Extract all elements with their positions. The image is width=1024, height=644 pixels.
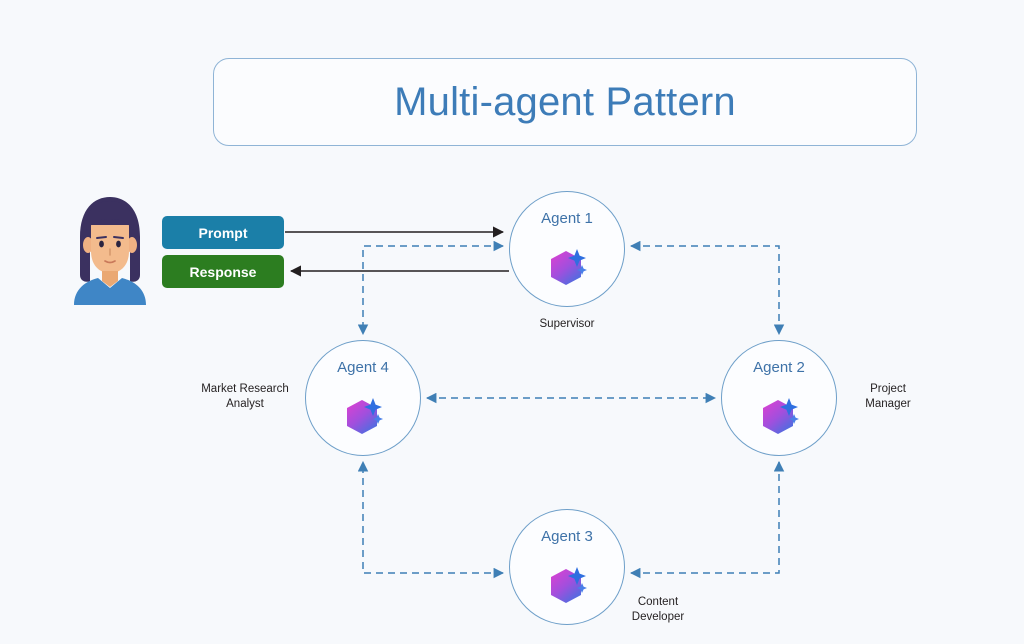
agent2-label: Agent 2 bbox=[753, 359, 805, 376]
connector-agent1-agent4 bbox=[357, 240, 505, 336]
prompt-label: Prompt bbox=[198, 224, 248, 241]
agent1-role-label: Supervisor bbox=[507, 317, 627, 332]
connector-agent1-agent2 bbox=[629, 240, 785, 336]
response-button[interactable]: Response bbox=[162, 255, 284, 288]
agent-hexagon-sparkle-icon bbox=[551, 249, 587, 285]
prompt-button[interactable]: Prompt bbox=[162, 216, 284, 249]
agent3-label: Agent 3 bbox=[541, 528, 593, 545]
page-title: Multi-agent Pattern bbox=[394, 79, 736, 124]
agent3-role-label: Content Developer bbox=[608, 595, 708, 625]
response-label: Response bbox=[189, 263, 257, 280]
agent-node-agent1[interactable]: Agent 1 bbox=[509, 191, 625, 307]
agent-node-agent3[interactable]: Agent 3 bbox=[509, 509, 625, 625]
agent4-role-label: Market Research Analyst bbox=[185, 382, 305, 412]
project-manager-line2: Manager bbox=[865, 398, 911, 410]
project-manager-line1: Project bbox=[870, 383, 906, 395]
content-developer-line1: Content bbox=[637, 596, 679, 608]
market-research-line2: Analyst bbox=[226, 398, 264, 410]
agent-hexagon-sparkle-icon bbox=[763, 398, 799, 434]
connector-agent3-to-agent4 bbox=[357, 460, 505, 579]
agent2-role-label: Project Manager bbox=[845, 382, 931, 412]
market-research-line1: Market Research bbox=[201, 383, 289, 395]
agent-hexagon-sparkle-icon bbox=[347, 398, 383, 434]
agent-hexagon-sparkle-icon bbox=[551, 567, 587, 603]
person-avatar-icon bbox=[74, 197, 146, 305]
connector-agent2-to-agent3 bbox=[629, 460, 785, 579]
agent-node-agent4[interactable]: Agent 4 bbox=[305, 340, 421, 456]
supervisor-text: Supervisor bbox=[539, 318, 595, 330]
content-developer-line2: Developer bbox=[631, 611, 685, 623]
agent4-label: Agent 4 bbox=[337, 359, 389, 376]
agent-node-agent2[interactable]: Agent 2 bbox=[721, 340, 837, 456]
agent1-label: Agent 1 bbox=[541, 210, 593, 227]
title-box: Multi-agent Pattern bbox=[213, 58, 917, 146]
